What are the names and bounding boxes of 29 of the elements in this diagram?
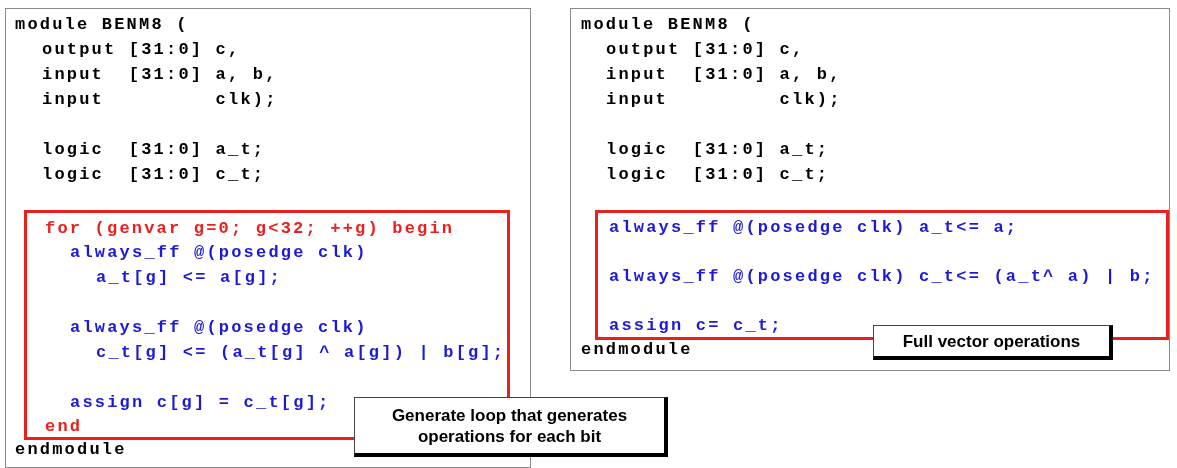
code-line: logic [31:0] c_t; <box>42 165 266 185</box>
code-line: for (genvar g=0; g<32; ++g) begin <box>45 219 455 239</box>
code-panel <box>570 8 1170 371</box>
code-line: always_ff @(posedge clk) <box>70 243 368 263</box>
code-line: end <box>45 417 83 437</box>
code-line: input [31:0] a, b, <box>606 65 842 85</box>
code-line: module BENM8 ( <box>581 15 755 35</box>
code-line: always_ff @(posedge clk) a_t<= a; <box>609 218 1019 238</box>
code-line: input clk); <box>606 90 842 110</box>
callout-text: Full vector operations <box>902 330 1081 352</box>
code-line: logic [31:0] a_t; <box>606 140 830 160</box>
callout-box <box>873 325 1113 360</box>
code-line: endmodule <box>15 440 127 460</box>
code-line: output [31:0] c, <box>42 40 241 60</box>
callout-text: Generate loop that generates operations for each bit <box>390 404 629 447</box>
code-line: module BENM8 ( <box>15 15 189 35</box>
code-line: c_t[g] <= (a_t[g] ^ a[g]) | b[g]; <box>96 343 506 363</box>
code-line: always_ff @(posedge clk) c_t<= (a_t^ a) | b; <box>609 267 1155 287</box>
code-line: endmodule <box>581 340 693 360</box>
code-line: logic [31:0] a_t; <box>42 140 266 160</box>
code-line: assign c= c_t; <box>609 316 783 336</box>
code-line: assign c[g] = c_t[g]; <box>70 393 331 413</box>
code-line: input clk); <box>42 90 278 110</box>
code-line: a_t[g] <= a[g]; <box>96 268 283 288</box>
code-line: input [31:0] a, b, <box>42 65 278 85</box>
code-line: always_ff @(posedge clk) <box>70 318 368 338</box>
code-line: output [31:0] c, <box>606 40 805 60</box>
callout-box <box>354 397 668 457</box>
code-line: logic [31:0] c_t; <box>606 165 830 185</box>
